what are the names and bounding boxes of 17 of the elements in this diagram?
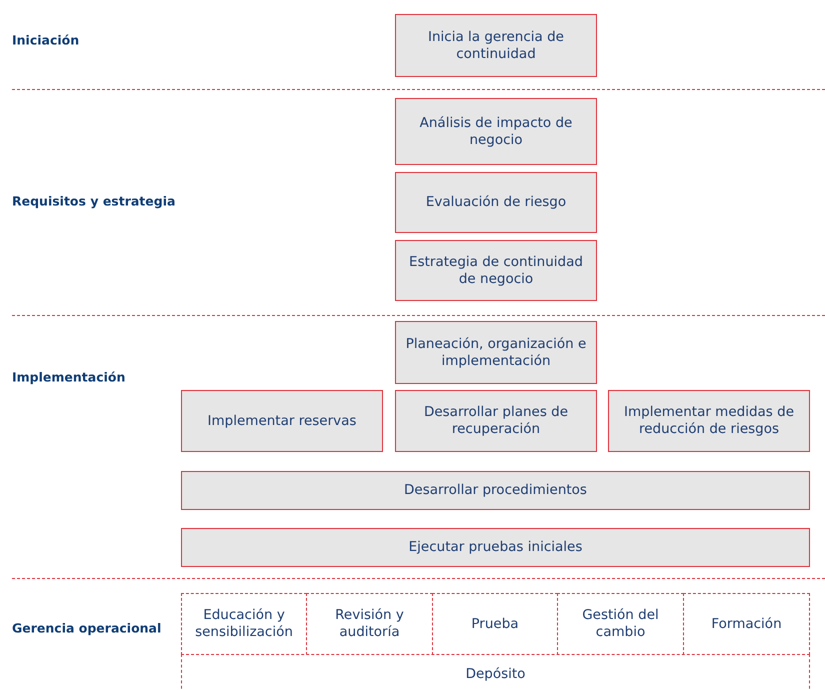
process-box: Estrategia de continuidad de negocio — [395, 240, 597, 301]
section-label: Requisitos y estrategia — [12, 194, 176, 208]
process-box: Planeación, organización e implementación — [395, 321, 597, 384]
activity-cell: Educación y sensibilización — [181, 593, 307, 655]
activity-cell: Depósito — [181, 654, 810, 690]
activity-cell: Formación — [683, 593, 810, 655]
process-box: Implementar medidas de reducción de riesgos — [608, 390, 810, 452]
section-label: Iniciación — [12, 32, 80, 48]
process-box: Inicia la gerencia de continuidad — [395, 14, 597, 77]
process-box: Análisis de impacto de negocio — [395, 98, 597, 165]
section-label: Implementación — [12, 370, 126, 384]
process-box: Ejecutar pruebas iniciales — [181, 528, 810, 567]
process-box: Desarrollar procedimientos — [181, 471, 810, 510]
process-box: Desarrollar planes de recuperación — [395, 390, 597, 452]
process-box: Implementar reservas — [181, 390, 383, 452]
process-box: Evaluación de riesgo — [395, 172, 597, 233]
section-label: Gerencia operacional — [12, 620, 162, 636]
